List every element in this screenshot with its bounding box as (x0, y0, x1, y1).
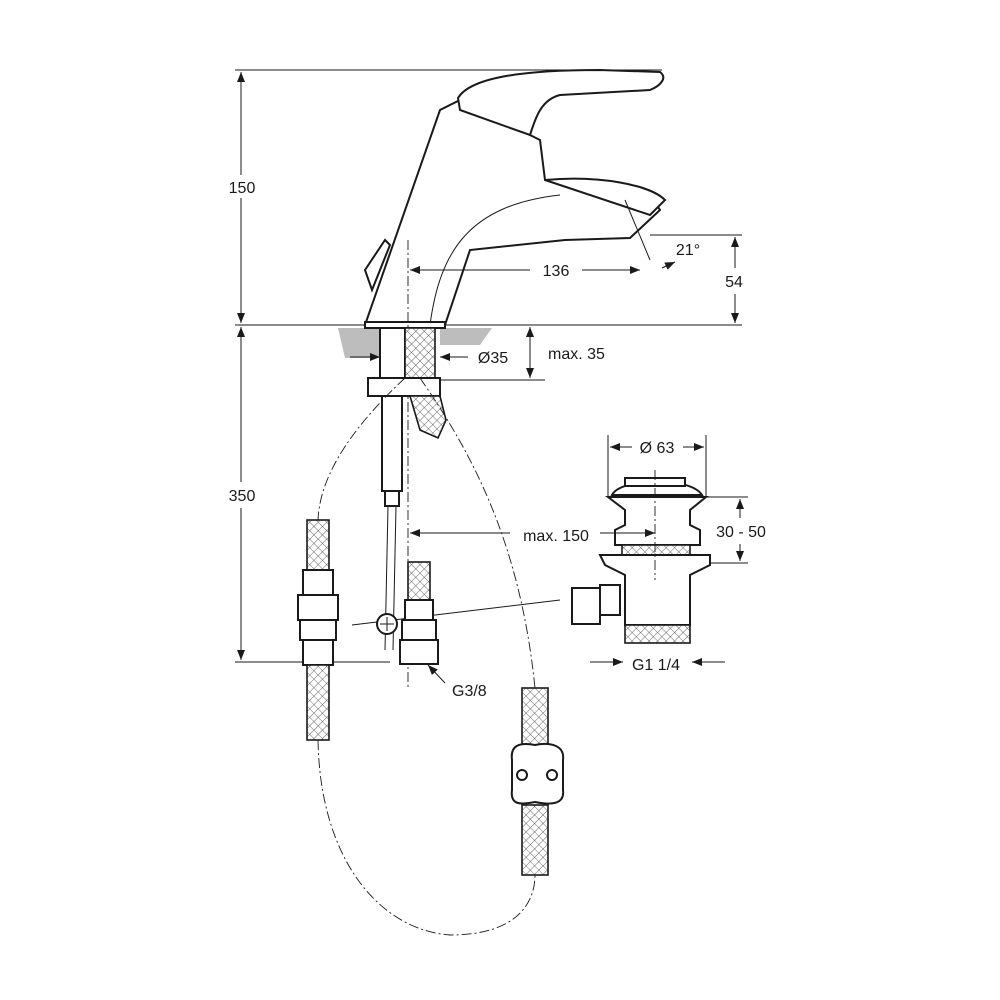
connection-assembly (351, 327, 561, 651)
label-total-height: 150 (229, 180, 256, 197)
waste-drain (571, 470, 711, 644)
label-waste-thread: G1 1/4 (632, 657, 680, 674)
dimension-lines (237, 72, 744, 684)
label-max-deck: max. 35 (548, 346, 605, 363)
right-hose (510, 687, 565, 876)
basin-deck (338, 328, 492, 358)
hose-routing-lines (317, 377, 536, 936)
label-spout-angle: 21° (676, 242, 700, 259)
label-spout-reach: 136 (543, 263, 570, 280)
label-waste-adjust: 30 - 50 (716, 524, 766, 541)
label-max-offset: max. 150 (523, 528, 589, 545)
dimension-labels: 150 136 21° 54 Ø35 max. 35 350 Ø 63 30 -… (229, 180, 766, 700)
label-hole-diameter: Ø35 (478, 350, 508, 367)
left-supply-hose (297, 519, 339, 741)
label-inlet-thread: G3/8 (452, 683, 487, 700)
label-waste-diameter: Ø 63 (640, 440, 675, 457)
label-hose-length: 350 (229, 488, 256, 505)
middle-connector (399, 561, 439, 665)
faucet-body (363, 68, 667, 690)
label-spout-height: 54 (725, 274, 743, 291)
